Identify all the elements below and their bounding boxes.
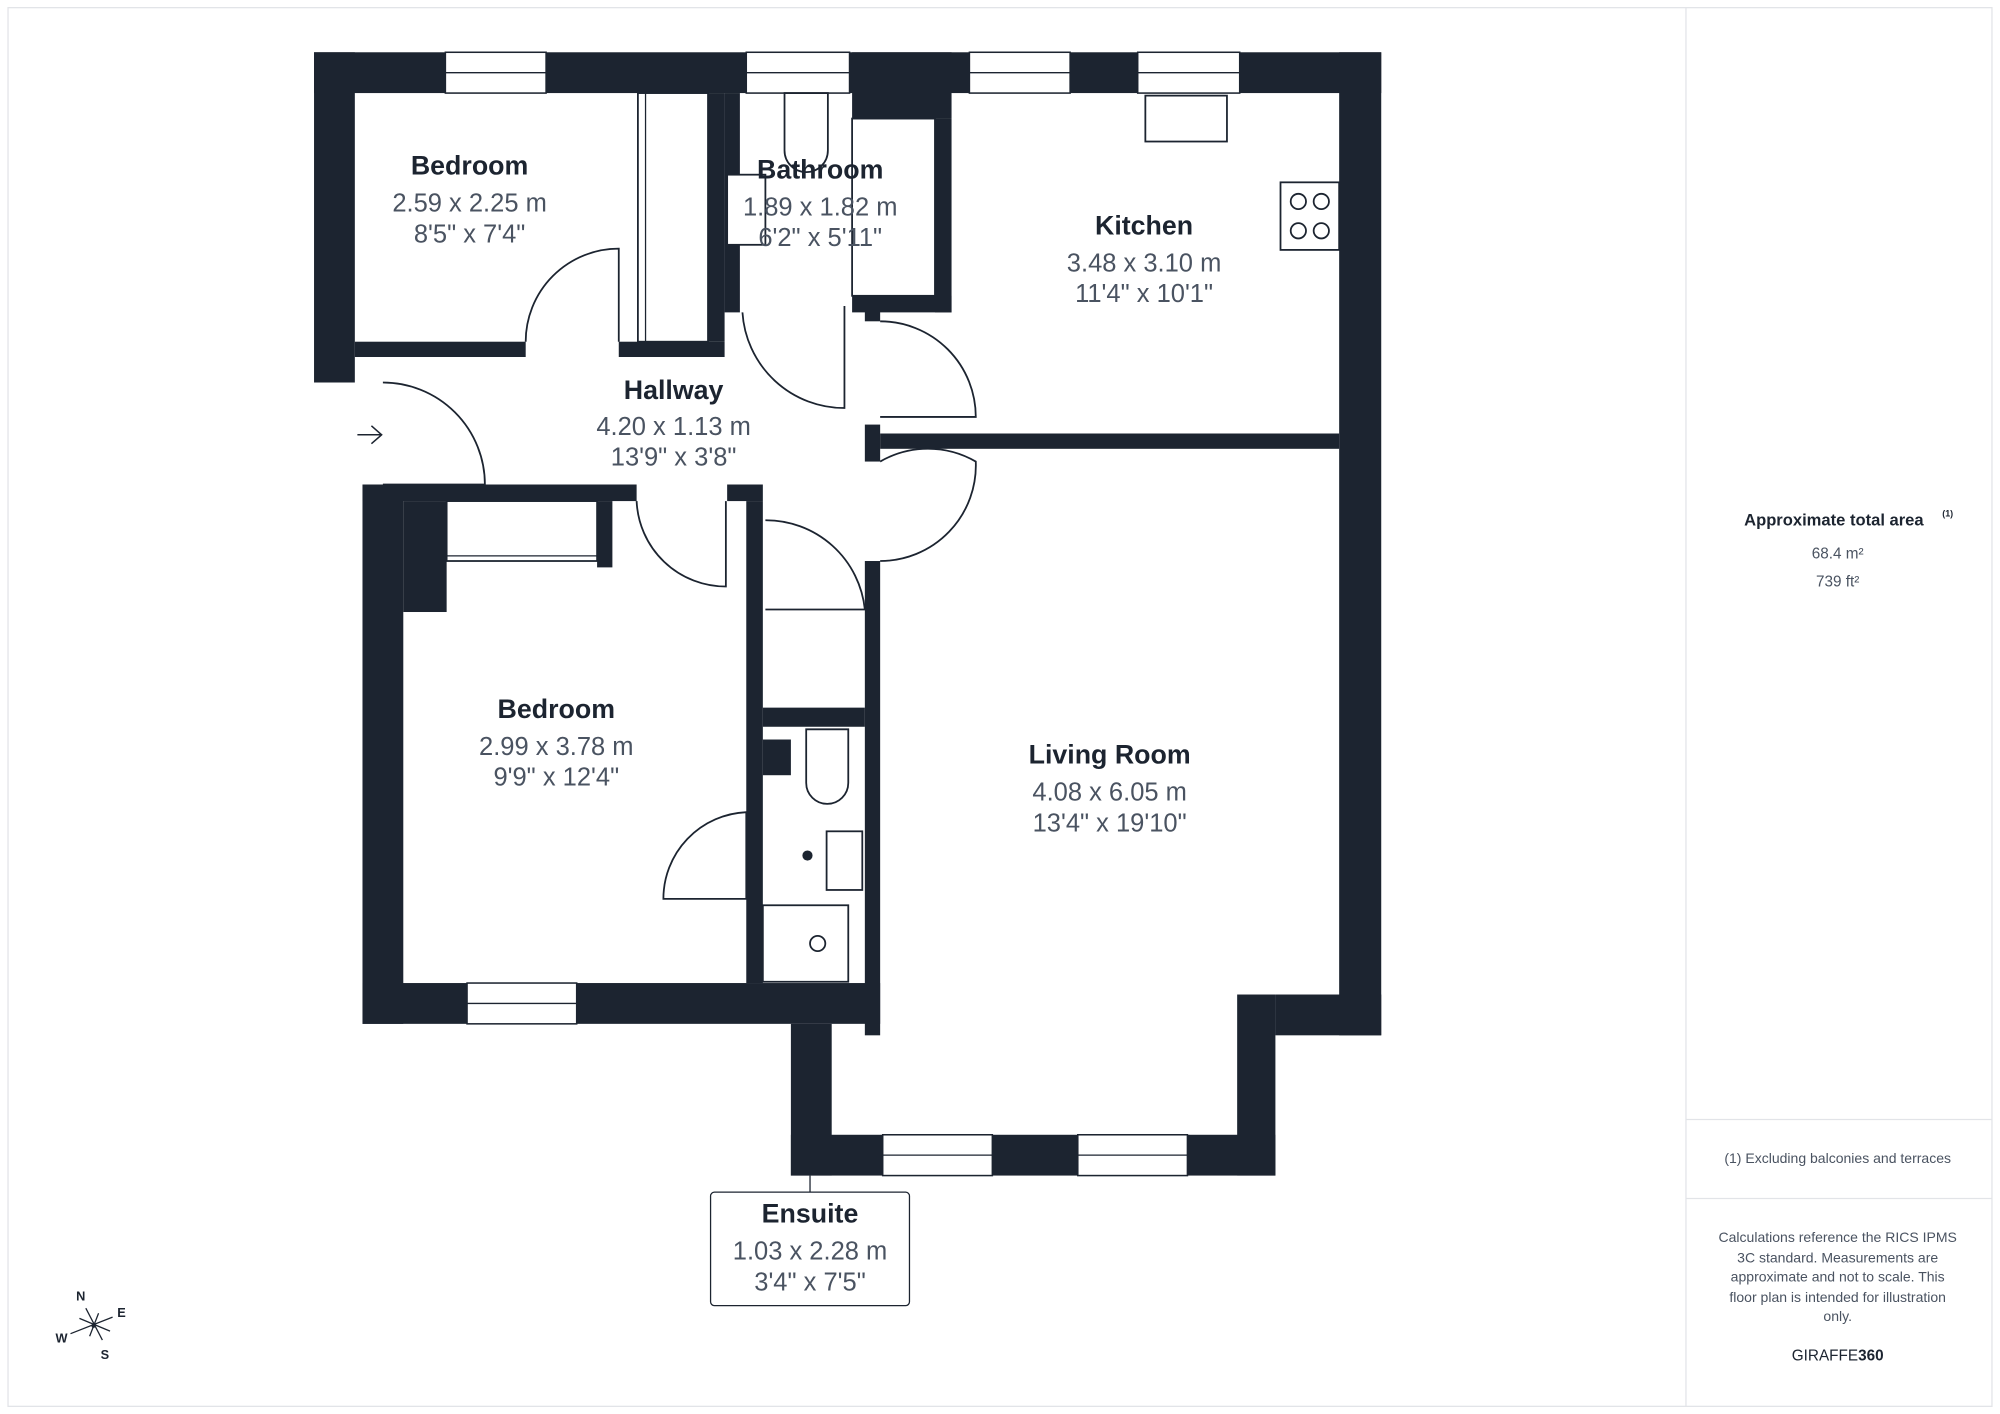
bedroom1-metric: 2.59 x 2.25 m <box>392 190 547 218</box>
living-name: Living Room <box>1029 740 1191 770</box>
ensuite-imperial: 3'4" x 7'5" <box>754 1268 866 1296</box>
bedroom2-metric: 2.99 x 3.78 m <box>479 733 634 761</box>
disclaimer-line: Calculations reference the RICS IPMS <box>1719 1229 1957 1245</box>
disclaimer-line: 3C standard. Measurements are <box>1737 1249 1938 1265</box>
ensuite-name: Ensuite <box>762 1199 859 1229</box>
compass-icon: N E S W <box>56 1289 126 1363</box>
area-title: Approximate total area <box>1744 510 1924 529</box>
kitchen-name: Kitchen <box>1095 211 1193 241</box>
disclaimer-line: only. <box>1823 1308 1852 1324</box>
compass-w: W <box>56 1331 69 1346</box>
page-border <box>7 7 1993 1407</box>
disclaimer-line: approximate and not to scale. This <box>1731 1268 1945 1284</box>
hallway-name: Hallway <box>624 375 724 405</box>
area-ft2: 739 ft² <box>1816 574 1859 591</box>
kitchen-metric: 3.48 x 3.10 m <box>1067 250 1222 278</box>
entrance-arrow-icon <box>357 425 383 445</box>
compass-n: N <box>76 1289 85 1304</box>
hallway-metric: 4.20 x 1.13 m <box>596 413 751 441</box>
bathroom-name: Bathroom <box>757 155 883 185</box>
windows <box>444 51 1241 1177</box>
bathroom-metric: 1.89 x 1.82 m <box>743 193 898 221</box>
bedroom2-imperial: 9'9" x 12'4" <box>493 763 619 791</box>
living-imperial: 13'4" x 19'10" <box>1033 809 1187 837</box>
info-panel: Approximate total area (1) 68.4 m² 739 f… <box>1685 7 1992 1407</box>
doors <box>357 247 977 900</box>
compass-e: E <box>117 1305 126 1320</box>
compass-s: S <box>101 1347 110 1362</box>
brand-light: GIRAFFE <box>1792 1347 1858 1364</box>
ensuite-metric: 1.03 x 2.28 m <box>733 1238 888 1266</box>
living-metric: 4.08 x 6.05 m <box>1032 779 1187 807</box>
bedroom2-name: Bedroom <box>498 694 615 724</box>
area-m2: 68.4 m² <box>1812 545 1864 562</box>
brand-bold: 360 <box>1858 1347 1884 1364</box>
bedroom1-imperial: 8'5" x 7'4" <box>414 220 526 248</box>
fixtures <box>445 92 1341 983</box>
area-footnote-marker: (1) <box>1942 508 1953 518</box>
kitchen-imperial: 11'4" x 10'1" <box>1075 280 1213 308</box>
ensuite-callout <box>709 1191 911 1307</box>
bathroom-imperial: 6'2" x 5'11" <box>758 224 882 252</box>
bedroom1-name: Bedroom <box>411 151 528 181</box>
footnote: (1) Excluding balconies and terraces <box>1724 1150 1951 1166</box>
disclaimer-line: floor plan is intended for illustration <box>1729 1289 1946 1305</box>
room-labels: Bedroom 2.59 x 2.25 m 8'5" x 7'4" Bathro… <box>392 151 1222 1307</box>
hallway-imperial: 13'9" x 3'8" <box>611 443 737 471</box>
brand-logo: GIRAFFE360 <box>1792 1347 1884 1364</box>
